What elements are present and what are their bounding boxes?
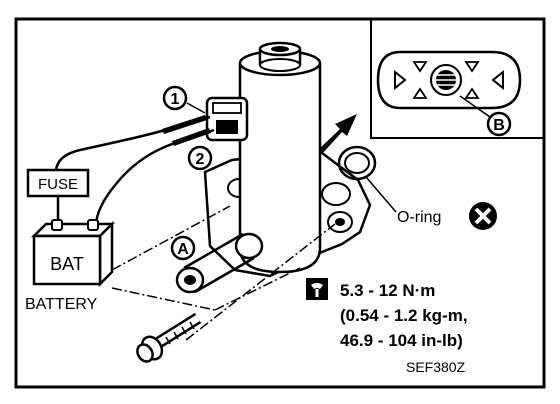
battery-icon: [30, 219, 116, 288]
callout-1-circle: [162, 85, 188, 111]
filter-part: [175, 232, 264, 294]
battery-label: BAT: [50, 254, 84, 274]
o-ring-leader: [365, 176, 397, 213]
inset-gasket: [376, 50, 522, 110]
solenoid-connector: [205, 96, 249, 142]
wire-1: [54, 115, 211, 171]
probe-2: [172, 128, 211, 146]
o-ring-part: [337, 145, 377, 181]
bolt-part: [136, 312, 202, 363]
assembly-lines: [111, 205, 336, 341]
probe-1: [162, 115, 207, 134]
o-ring-label: O-ring: [397, 209, 441, 226]
torque-spec-line3: 46.9 - 104 in-lb): [340, 331, 463, 350]
torque-spec-line2: (0.54 - 1.2 kg-m,: [340, 306, 468, 325]
torque-spec-line1: 5.3 - 12 N·m: [340, 281, 435, 300]
callout-a-text: A: [177, 241, 189, 258]
solenoid-body: [238, 41, 322, 274]
wire-2: [94, 128, 215, 227]
inset-frame: [370, 19, 544, 139]
fuse-label: FUSE: [38, 176, 78, 193]
callout-2-text: 2: [196, 151, 205, 168]
direction-arrow: [318, 114, 357, 154]
torque-wrench-icon: [306, 278, 328, 300]
fuse-box: [26, 168, 90, 198]
callout-b-leader: [459, 95, 491, 118]
battery-caption: BATTERY: [25, 296, 98, 313]
callout-1-text: 1: [171, 91, 180, 108]
callout-b-text: B: [493, 117, 505, 134]
x-circle-icon: [469, 202, 497, 230]
callout-1-leader: [186, 102, 206, 114]
outer-frame: [14, 17, 546, 389]
callout-2-circle: [187, 145, 213, 171]
reference-code: SEF380Z: [406, 359, 466, 375]
callout-b-circle: [486, 111, 512, 137]
callout-a-circle: [170, 235, 196, 261]
